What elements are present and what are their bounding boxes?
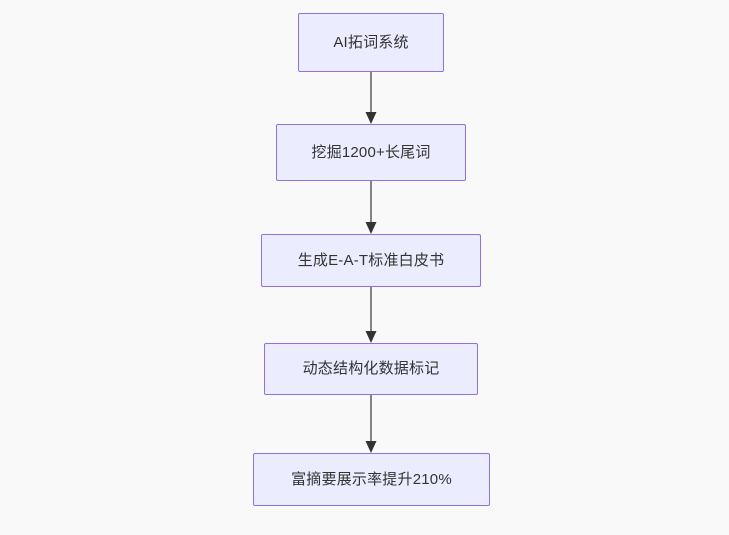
flow-node-generate-eat-whitepaper[interactable]: 生成E-A-T标准白皮书 (261, 234, 481, 287)
flow-node-mine-longtail-keywords[interactable]: 挖掘1200+长尾词 (276, 124, 466, 181)
edge-n3-n4 (365, 287, 377, 343)
flow-node-dynamic-structured-data-markup[interactable]: 动态结构化数据标记 (264, 343, 478, 395)
flow-node-label: 富摘要展示率提升210% (291, 470, 452, 488)
flow-node-label: AI拓词系统 (333, 33, 409, 51)
flow-node-label: 生成E-A-T标准白皮书 (297, 251, 445, 269)
edge-n2-n3 (365, 181, 377, 234)
flow-node-label: 挖掘1200+长尾词 (311, 143, 431, 161)
flow-node-ai-keyword-system[interactable]: AI拓词系统 (298, 13, 444, 72)
flow-node-label: 动态结构化数据标记 (302, 360, 440, 377)
edge-n1-n2 (365, 72, 377, 124)
flow-node-rich-snippet-rate-increase[interactable]: 富摘要展示率提升210% (253, 453, 490, 506)
edge-n4-n5 (365, 395, 377, 453)
